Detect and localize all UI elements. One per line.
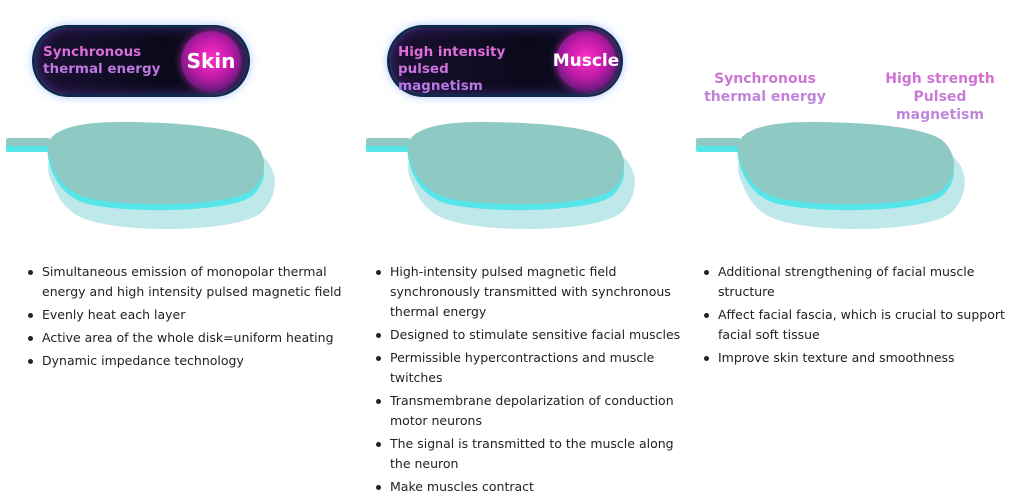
list-item: Make muscles contract xyxy=(372,477,682,497)
skin-badge-text: Synchronous thermal energy xyxy=(43,44,178,78)
list-item: Designed to stimulate sensitive facial m… xyxy=(372,325,682,345)
list-item: Evenly heat each layer xyxy=(24,305,344,325)
panel-combined: Synchronous thermal energy High strength… xyxy=(690,0,1024,499)
list-item: High-intensity pulsed magnetic field syn… xyxy=(372,262,682,322)
panel-skin: Synchronous thermal energy Skin Simultan… xyxy=(0,0,341,499)
list-item: Improve skin texture and smoothness xyxy=(700,348,1020,368)
panel-muscle: High intensity pulsed magnetism Muscle H… xyxy=(360,0,700,499)
muscle-badge: High intensity pulsed magnetism Muscle xyxy=(390,28,620,94)
muscle-bullet-list: High-intensity pulsed magnetic field syn… xyxy=(372,262,682,500)
combined-bullet-list: Additional strengthening of facial muscl… xyxy=(700,262,1020,371)
list-item: The signal is transmitted to the muscle … xyxy=(372,434,682,474)
paddle-applicator-illustration xyxy=(6,122,275,230)
list-item: Simultaneous emission of monopolar therm… xyxy=(24,262,344,302)
muscle-badge-circle: Muscle xyxy=(553,31,619,91)
pulsed-magnetism-label: High strength Pulsed magnetism xyxy=(870,70,1010,124)
list-item: Transmembrane depolarization of conducti… xyxy=(372,391,682,431)
list-item: Permissible hypercontractions and muscle… xyxy=(372,348,682,388)
skin-badge-circle: Skin xyxy=(181,31,241,91)
list-item: Active area of the whole disk=uniform he… xyxy=(24,328,344,348)
skin-badge: Synchronous thermal energy Skin xyxy=(35,28,247,94)
skin-bullet-list: Simultaneous emission of monopolar therm… xyxy=(24,262,344,374)
muscle-badge-text: High intensity pulsed magnetism xyxy=(398,44,538,95)
paddle-applicator-illustration xyxy=(366,122,635,230)
thermal-energy-label: Synchronous thermal energy xyxy=(700,70,830,106)
list-item: Affect facial fascia, which is crucial t… xyxy=(700,305,1020,345)
list-item: Dynamic impedance technology xyxy=(24,351,344,371)
paddle-applicator-illustration xyxy=(696,122,965,230)
list-item: Additional strengthening of facial muscl… xyxy=(700,262,1020,302)
